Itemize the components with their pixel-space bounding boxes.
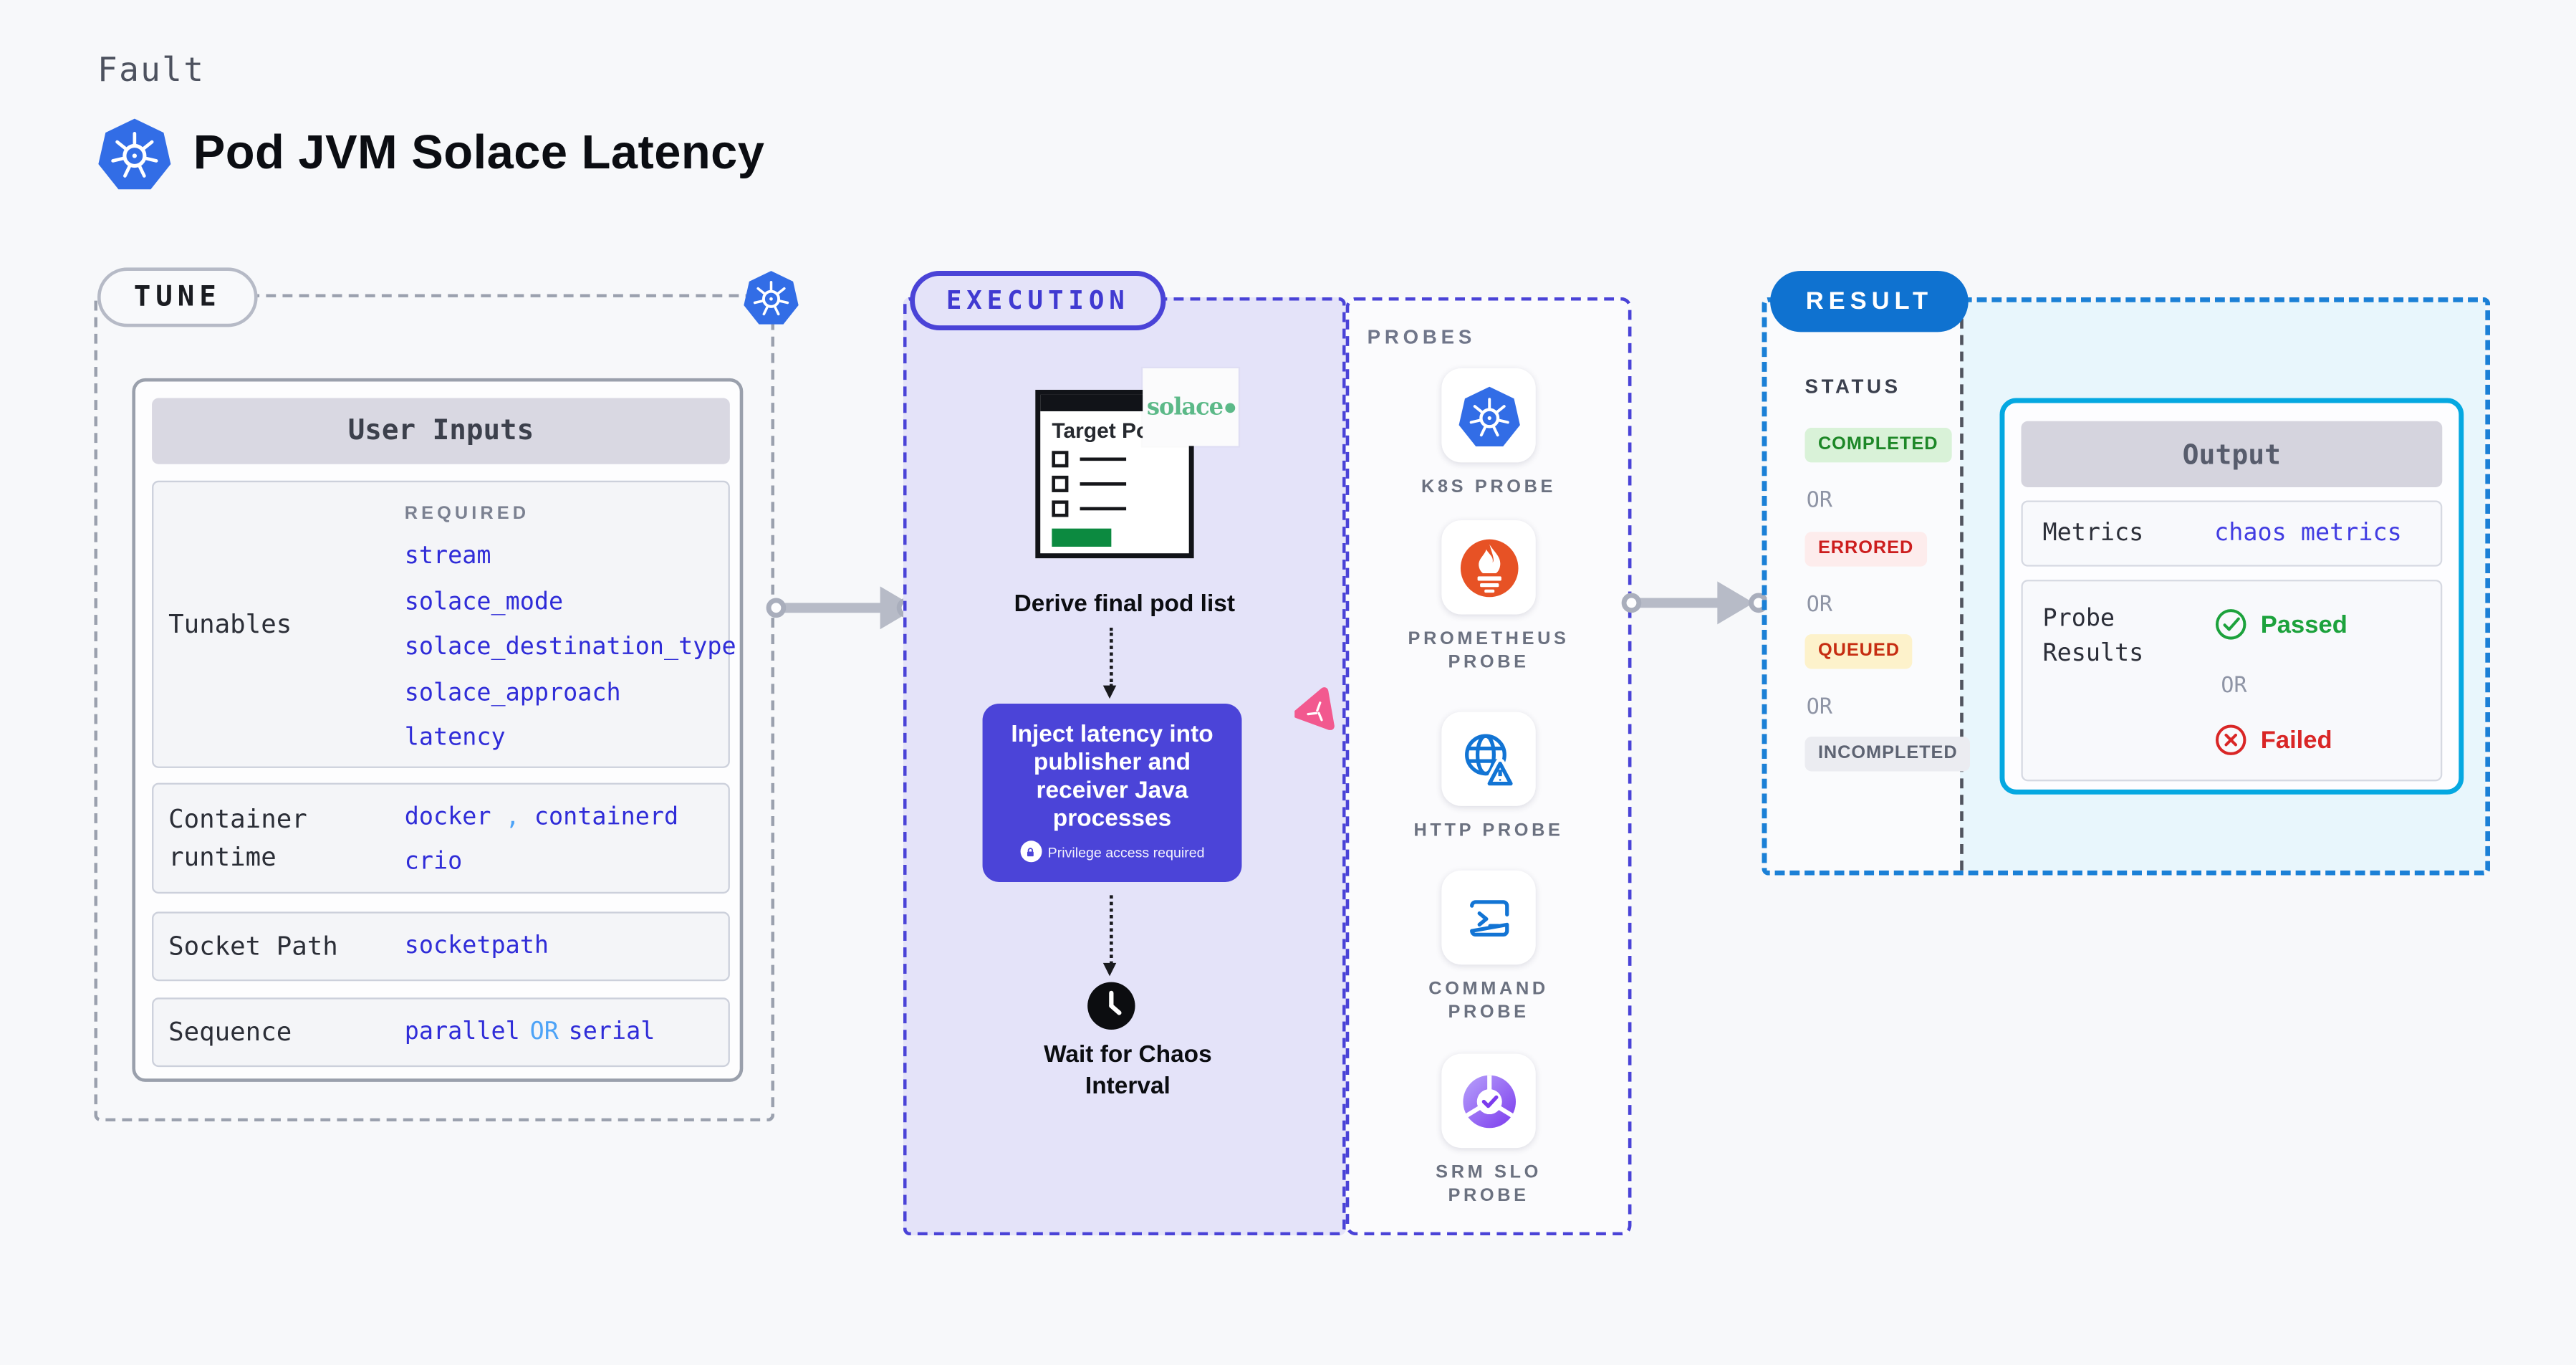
lock-icon xyxy=(1019,841,1042,863)
list-line xyxy=(1080,507,1127,511)
sequence-value: serial xyxy=(568,1019,655,1046)
or-label: OR xyxy=(1806,489,1832,514)
checkbox-icon xyxy=(1052,451,1069,469)
tune-pill: TUNE xyxy=(97,267,258,327)
terminal-icon xyxy=(1441,870,1536,965)
down-arrow xyxy=(1102,895,1117,977)
tunable-value: latency xyxy=(404,724,506,752)
chaos-pinwheel-icon xyxy=(1293,684,1341,731)
prometheus-icon xyxy=(1441,520,1536,615)
value-separator: , xyxy=(505,804,520,831)
tunable-value: stream xyxy=(404,543,491,570)
sequence-or-label: OR xyxy=(529,1019,559,1046)
container-runtime-row: Container runtime docker , containerd cr… xyxy=(152,782,730,894)
or-label: OR xyxy=(2221,674,2247,699)
probe-results-label: Probe Results xyxy=(2042,605,2144,668)
probes-label: PROBES xyxy=(1367,325,1476,349)
http-globe-icon xyxy=(1441,712,1536,806)
checkbox-row xyxy=(1052,451,1177,469)
or-label: OR xyxy=(1806,695,1832,721)
probe-label: HTTP PROBE xyxy=(1413,820,1564,841)
tunable-value: solace_mode xyxy=(404,588,564,616)
privilege-note: Privilege access required xyxy=(999,841,1226,863)
status-output-divider xyxy=(1960,302,1964,871)
progress-bar xyxy=(1052,529,1112,547)
failed-result: Failed xyxy=(2214,724,2332,757)
status-badge-queued: QUEUED xyxy=(1804,634,1913,669)
solace-logo: solace xyxy=(1143,368,1239,446)
probes-section: PROBES K8S PROBE xyxy=(1345,297,1632,1236)
tunable-value: solace_destination_type xyxy=(404,634,736,661)
socket-path-label: Socket Path xyxy=(168,931,338,962)
solace-dot xyxy=(1224,402,1235,413)
page-header: Pod JVM Solace Latency xyxy=(97,115,764,191)
kubernetes-icon xyxy=(744,271,799,325)
checkbox-row xyxy=(1052,501,1177,518)
kubernetes-icon xyxy=(98,118,171,190)
or-label: OR xyxy=(1806,593,1832,618)
sequence-value: parallel xyxy=(404,1019,520,1046)
tunables-row: Tunables REQUIRED stream solace_mode sol… xyxy=(152,480,736,768)
metrics-value: chaos metrics xyxy=(2214,520,2402,547)
list-line xyxy=(1080,482,1127,487)
status-badge-incompleted: INCOMPLETED xyxy=(1804,737,1971,772)
sequence-row: Sequence parallel OR serial xyxy=(152,997,730,1068)
checkbox-row xyxy=(1052,476,1177,493)
passed-result: Passed xyxy=(2214,608,2347,641)
required-label: REQUIRED xyxy=(404,504,530,524)
probe-results-row: Probe Results Passed OR Failed xyxy=(2021,580,2443,782)
metrics-label: Metrics xyxy=(2042,519,2144,546)
status-badge-completed: COMPLETED xyxy=(1804,428,1951,463)
fault-kicker: Fault xyxy=(97,49,206,90)
kubernetes-icon xyxy=(1441,368,1536,463)
sequence-label: Sequence xyxy=(168,1017,292,1047)
wait-chaos-step: Wait for Chaos Interval xyxy=(1044,1042,1212,1100)
tunable-value: solace_approach xyxy=(404,679,621,707)
status-badge-errored: ERRORED xyxy=(1804,532,1927,567)
result-section: RESULT STATUS COMPLETED OR ERRORED OR QU… xyxy=(1762,271,2491,876)
inject-latency-step: Inject latency into publisher and receiv… xyxy=(982,687,1335,882)
metrics-row: Metrics chaos metrics xyxy=(2021,500,2443,567)
socket-path-value: socketpath xyxy=(404,933,549,960)
socket-path-row: Socket Path socketpath xyxy=(152,911,730,982)
probe-item-k8s: K8S PROBE xyxy=(1349,368,1628,499)
derive-pod-list-step: Derive final pod list xyxy=(1014,591,1235,618)
page-title: Pod JVM Solace Latency xyxy=(193,126,765,180)
check-circle-icon xyxy=(2216,609,2246,640)
status-column-bg xyxy=(1767,302,1961,871)
user-inputs-title: User Inputs xyxy=(152,398,730,464)
container-runtime-value: docker xyxy=(404,804,491,831)
checkbox-icon xyxy=(1052,501,1069,518)
tune-section: TUNE User Inputs Tunables REQUIRED strea… xyxy=(94,267,799,1122)
result-pill: RESULT xyxy=(1770,271,1969,332)
probe-item-http: HTTP PROBE xyxy=(1349,712,1628,843)
execution-section: EXECUTION Target Pods solace Derive fina… xyxy=(903,271,1346,1236)
output-title: Output xyxy=(2021,421,2443,488)
probe-label: K8S PROBE xyxy=(1421,477,1557,497)
container-runtime-label: Container runtime xyxy=(168,804,307,871)
down-arrow xyxy=(1102,627,1117,699)
status-label: STATUS xyxy=(1804,375,1901,398)
execution-pill: EXECUTION xyxy=(910,271,1166,331)
container-runtime-value: crio xyxy=(404,848,463,876)
x-circle-icon xyxy=(2216,724,2246,755)
list-line xyxy=(1080,458,1127,461)
tunables-label: Tunables xyxy=(168,609,292,639)
container-runtime-value: containerd xyxy=(534,804,679,831)
user-inputs-card: User Inputs Tunables REQUIRED stream sol… xyxy=(132,378,744,1082)
checkbox-icon xyxy=(1052,476,1069,493)
slo-pie-icon xyxy=(1441,1053,1536,1149)
clock-icon xyxy=(1087,981,1136,1030)
output-card: Output Metrics chaos metrics Probe Resul… xyxy=(1999,398,2464,795)
